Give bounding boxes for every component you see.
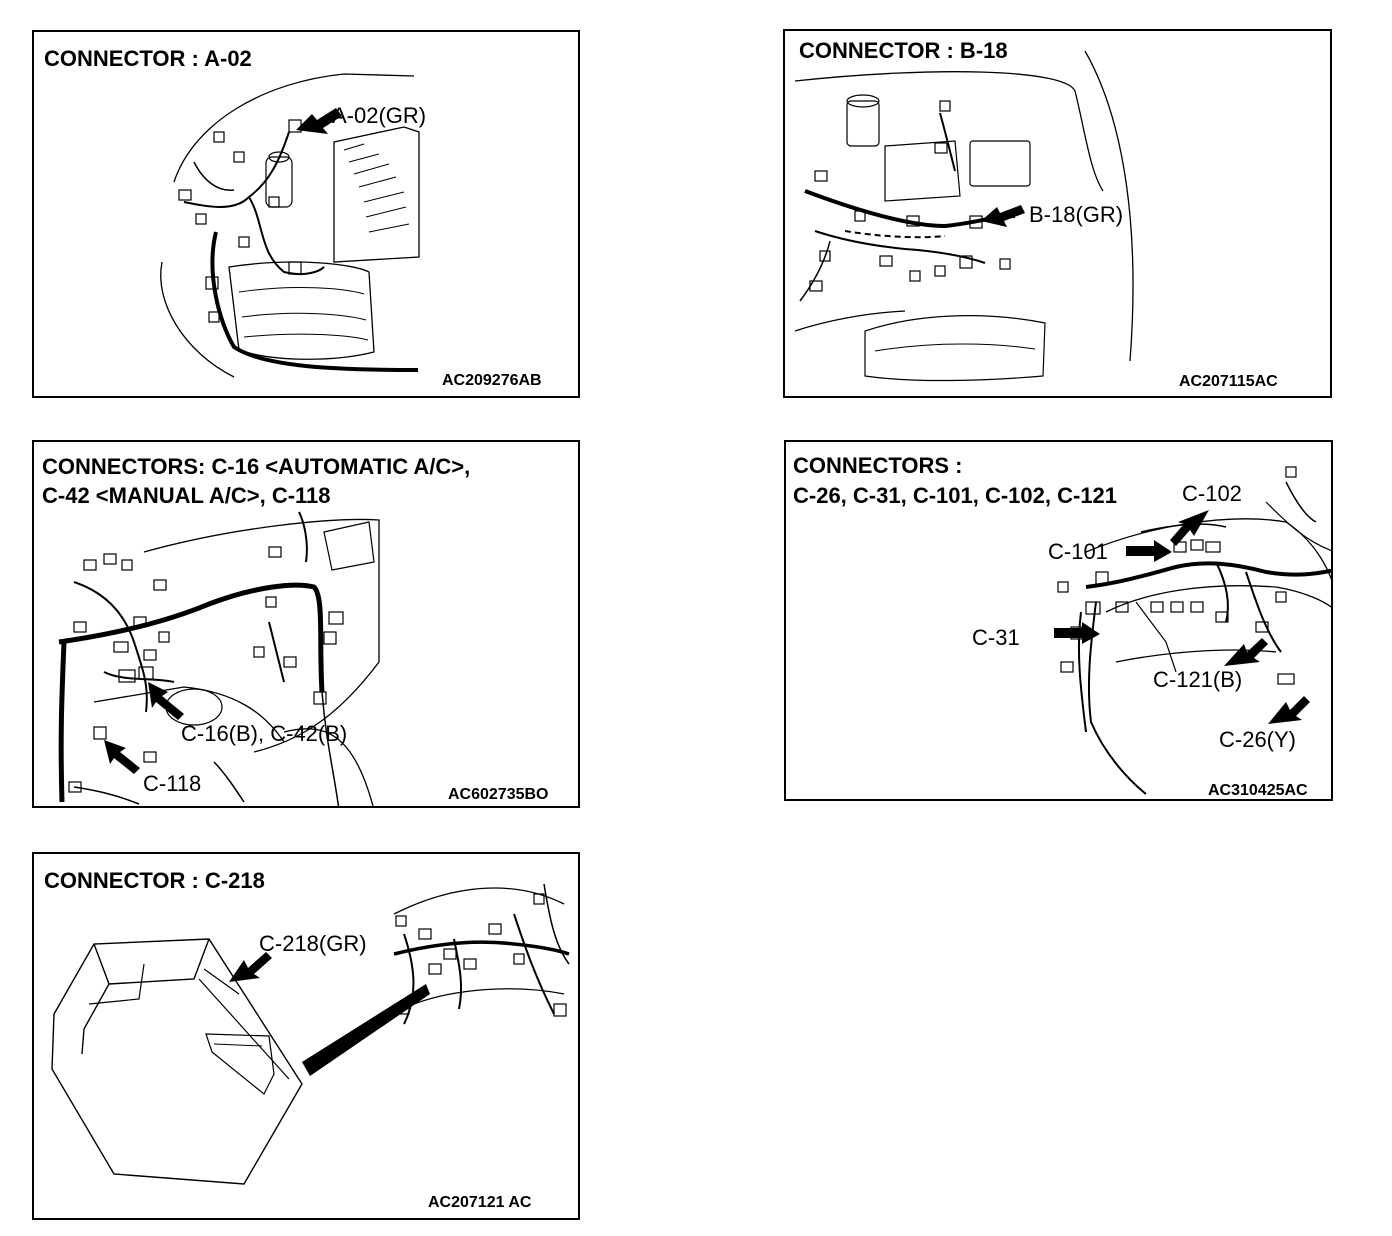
dashboard-illustration-c16 [58,511,380,806]
panel-connectors-c26-c31-c101-c102-c121: CONNECTORS : C-26, C-31, C-101, C-102, C… [784,440,1333,801]
instrument-panel-illustration-c26 [1054,466,1331,795]
panel-connector-c218: CONNECTOR : C-218 C-218(GR) AC207121 AC [32,852,580,1220]
panel-title: CONNECTOR : B-18 [799,38,1008,63]
panel-title-line-2: C-42 <MANUAL A/C>, C-118 [42,483,331,508]
engine-bay-illustration-a02 [160,73,420,378]
callout-label: C-102 [1182,481,1242,506]
figure-code: AC207121 AC [428,1194,532,1211]
engine-bay-illustration-b18 [794,50,1134,382]
callout-label: C-31 [972,625,1020,650]
figure-code: AC310425AC [1208,782,1308,799]
panel-title-line-1: CONNECTORS: C-16 <AUTOMATIC A/C>, [42,454,471,479]
callout-label: C-118 [143,771,202,796]
panel-title: CONNECTOR : C-218 [44,868,265,893]
panel-connector-a02: CONNECTOR : A-02 A-02(GR) AC209276AB [32,30,580,398]
callout-label: C-121(B) [1153,667,1243,692]
callout-label: B-18(GR) [1029,202,1124,227]
callout-label: C-26(Y) [1219,727,1297,752]
callout-label: C-218(GR) [259,931,367,956]
panel-title: CONNECTOR : A-02 [44,46,252,71]
panel-title-line-1: CONNECTORS : [793,453,963,478]
panel-connector-b18: CONNECTOR : B-18 B-18(GR) AC207115AC [783,29,1332,398]
figure-code: AC209276AB [442,372,542,389]
callout-label: C-16(B), C-42(B) [181,721,348,746]
callout-label: C-101 [1048,539,1108,564]
ecu-illustration-c218 [51,883,570,1185]
figure-code: AC207115AC [1179,373,1278,390]
panel-title-line-2: C-26, C-31, C-101, C-102, C-121 [793,483,1118,508]
figure-code: AC602735BO [448,786,549,803]
callout-label: A-02(GR) [332,103,427,128]
panel-connectors-c16-c42-c118: CONNECTORS: C-16 <AUTOMATIC A/C>, C-42 <… [32,440,580,808]
